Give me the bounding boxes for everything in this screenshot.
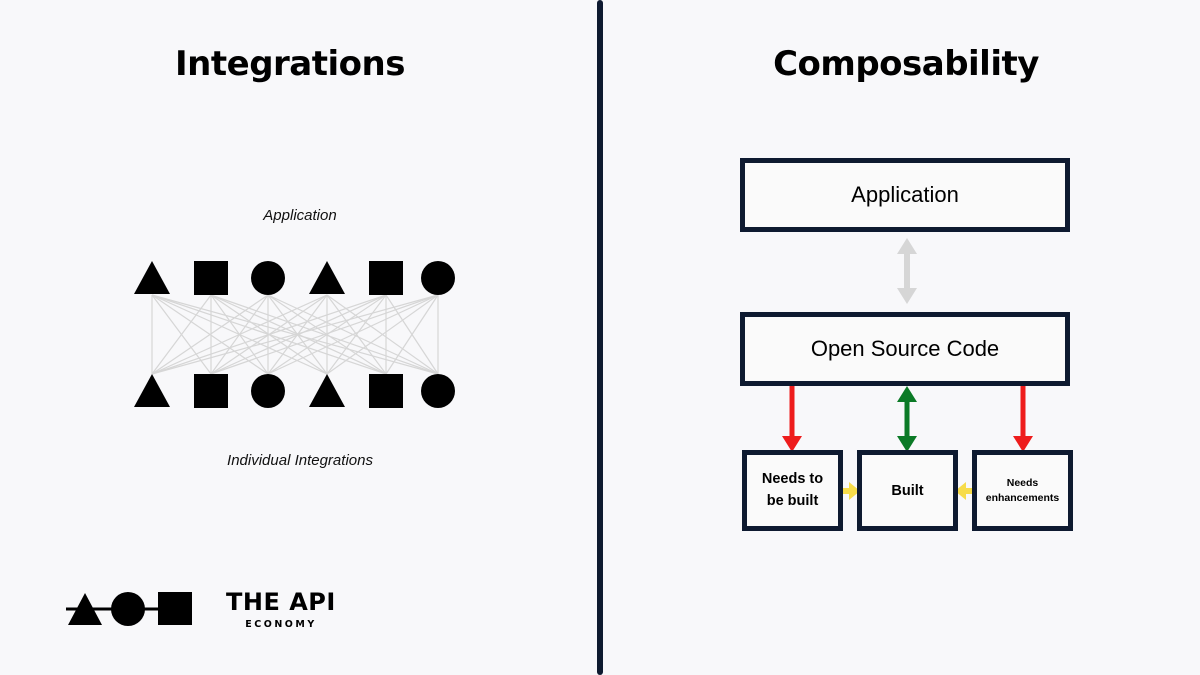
built-box: Built bbox=[857, 450, 958, 531]
integration-connection-line bbox=[210, 294, 387, 375]
integration-square-shape bbox=[194, 374, 228, 408]
panel-divider bbox=[597, 0, 603, 675]
application-circle-shape bbox=[251, 261, 285, 295]
api-economy-logo-icon bbox=[66, 592, 192, 626]
red-down-arrow-right bbox=[1013, 386, 1033, 452]
open-source-code-box: Open Source Code bbox=[740, 312, 1070, 386]
integration-connection-line bbox=[326, 294, 439, 375]
integration-circle-shape bbox=[251, 374, 285, 408]
application-square-shape bbox=[369, 261, 403, 295]
integration-connection-line bbox=[326, 294, 387, 375]
integration-connection-line bbox=[151, 294, 269, 375]
application-label: Application bbox=[263, 207, 337, 224]
integration-connection-line bbox=[151, 294, 387, 375]
composability-title: Composability bbox=[773, 44, 1039, 84]
integration-connection-line bbox=[151, 294, 439, 375]
application-triangle-shape bbox=[134, 261, 170, 294]
integration-square-shape bbox=[369, 374, 403, 408]
integration-connection-line bbox=[151, 294, 212, 375]
integration-connection-line bbox=[210, 294, 439, 375]
integration-connection-line bbox=[267, 294, 387, 375]
integration-triangle-shape bbox=[309, 374, 345, 407]
individual-integrations-label: Individual Integrations bbox=[227, 452, 373, 469]
integration-connection-line bbox=[151, 294, 328, 375]
integration-triangle-shape bbox=[134, 374, 170, 407]
brand-name: THE API bbox=[226, 588, 336, 616]
integrations-title: Integrations bbox=[175, 44, 405, 84]
needs-to-be-built-box: Needs to be built bbox=[742, 450, 843, 531]
integration-network-diagram bbox=[134, 261, 455, 408]
integration-connection-line bbox=[385, 294, 439, 375]
application-circle-shape bbox=[421, 261, 455, 295]
application-square-shape bbox=[194, 261, 228, 295]
gray-bidirectional-arrow bbox=[897, 238, 917, 304]
red-down-arrow-left bbox=[782, 386, 802, 452]
application-triangle-shape bbox=[309, 261, 345, 294]
integration-connection-line bbox=[267, 294, 439, 375]
needs-enhancements-box: Needs enhancements bbox=[972, 450, 1073, 531]
application-box: Application bbox=[740, 158, 1070, 232]
green-bidirectional-arrow bbox=[897, 386, 917, 452]
brand-subtitle: ECONOMY bbox=[245, 619, 317, 630]
integration-circle-shape bbox=[421, 374, 455, 408]
